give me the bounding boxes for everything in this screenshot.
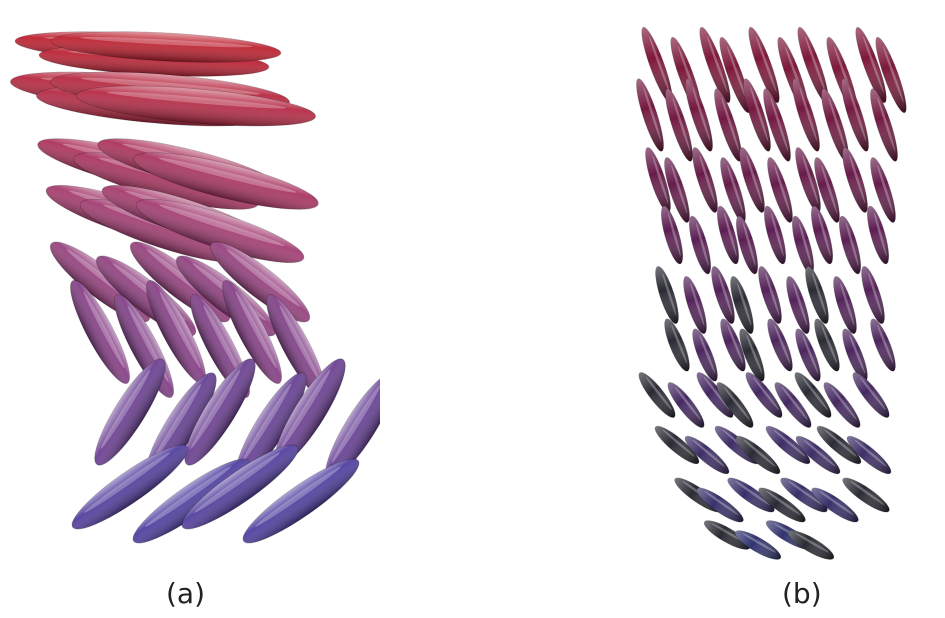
ellipsoid-b-40 — [679, 274, 711, 335]
ellipsoid-b-56 — [866, 316, 900, 373]
ellipsoid-b-39 — [651, 264, 683, 325]
ellipsoid-b-47 — [857, 264, 889, 325]
ellipsoid-b-52 — [763, 316, 797, 373]
panel-b-ellipsoid-diagram — [620, 0, 945, 570]
ellipsoid-b-22 — [688, 146, 722, 215]
ellipsoid-b-28 — [838, 146, 872, 215]
panel-a-ellipsoid-diagram — [0, 0, 380, 570]
panel-label-a: (a) — [166, 580, 205, 608]
ellipsoid-b-48 — [660, 316, 694, 373]
ellipsoid-b-46 — [829, 274, 861, 335]
ellipsoid-b-43 — [754, 264, 786, 325]
panel-label-b: (b) — [782, 580, 822, 608]
ellipsoid-b-37 — [835, 214, 865, 276]
ellipsoid-b-31 — [685, 214, 715, 276]
